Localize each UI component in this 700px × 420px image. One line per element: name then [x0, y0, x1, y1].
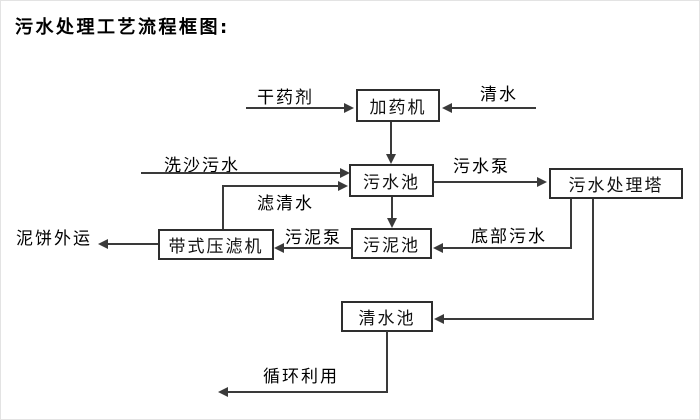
arrowhead-right-icon [344, 103, 354, 113]
connector-belt-press-to-mud-cake [107, 243, 158, 245]
flow-label-mud-cake-out: 泥饼外运 [16, 229, 92, 249]
connector-dosing-to-sewage-pool [390, 122, 392, 156]
connector-filtered-water-horizontal [222, 185, 339, 187]
flow-label-filtered-water: 滤清水 [257, 194, 314, 214]
connector-tower-to-clean-pool-vertical [592, 199, 594, 320]
connector-tower-bottom-sewage-vertical [570, 199, 572, 249]
flow-label-sewage-pump: 污水泵 [453, 157, 510, 177]
flow-label-dry-chemical: 干药剂 [257, 88, 314, 108]
arrowhead-right-icon [338, 181, 348, 191]
arrowhead-down-icon [386, 154, 396, 164]
arrowhead-right-icon [537, 177, 547, 187]
node-clean-water-pool: 清水池 [341, 301, 433, 332]
arrowhead-down-icon [387, 218, 397, 228]
node-sludge-pool-label: 污泥池 [363, 236, 420, 256]
connector-tower-bottom-sewage-horizontal [442, 247, 572, 249]
arrowhead-left-icon [274, 243, 284, 253]
arrowhead-left-icon [218, 387, 228, 397]
node-dosing-machine-label: 加药机 [369, 98, 427, 118]
flow-label-clean-water: 清水 [480, 85, 518, 105]
node-sewage-pool-label: 污水池 [363, 173, 420, 193]
arrowhead-right-icon [340, 168, 350, 178]
node-belt-filter-press: 带式压滤机 [158, 229, 274, 260]
flow-label-bottom-sewage: 底部污水 [471, 227, 547, 247]
connector-sludge-pool-to-belt-press [283, 247, 351, 249]
flow-label-recycle-use: 循环利用 [263, 367, 339, 387]
connector-filtered-water-vertical [222, 185, 224, 229]
connector-tower-to-clean-pool-horizontal [443, 318, 594, 320]
connector-clean-water-to-dosing [451, 107, 536, 109]
node-belt-filter-press-label: 带式压滤机 [168, 237, 264, 257]
connector-sand-wash-to-sewage-pool [141, 172, 341, 174]
node-sewage-pool: 污水池 [349, 164, 434, 197]
connector-sewage-pool-to-tower [434, 181, 538, 183]
arrowhead-left-icon [98, 239, 108, 249]
node-sewage-treatment-tower: 污水处理塔 [549, 168, 683, 199]
connector-dry-chemical-to-dosing [246, 107, 346, 109]
node-sludge-pool: 污泥池 [351, 228, 432, 259]
arrowhead-left-icon [433, 243, 443, 253]
arrowhead-left-icon [434, 314, 444, 324]
flow-label-sludge-pump: 污泥泵 [285, 228, 342, 248]
diagram-title: 污水处理工艺流程框图: [15, 17, 230, 38]
connector-clean-pool-recycle-horizontal [227, 391, 388, 393]
arrowhead-left-icon [442, 103, 452, 113]
flow-label-sand-wash-sewage: 洗沙污水 [164, 156, 240, 176]
connector-clean-pool-recycle-vertical [386, 331, 388, 392]
node-sewage-treatment-tower-label: 污水处理塔 [568, 176, 664, 196]
connector-sewage-pool-to-sludge-pool [391, 197, 393, 220]
node-clean-water-pool-label: 清水池 [358, 309, 416, 329]
node-dosing-machine: 加药机 [356, 89, 440, 122]
